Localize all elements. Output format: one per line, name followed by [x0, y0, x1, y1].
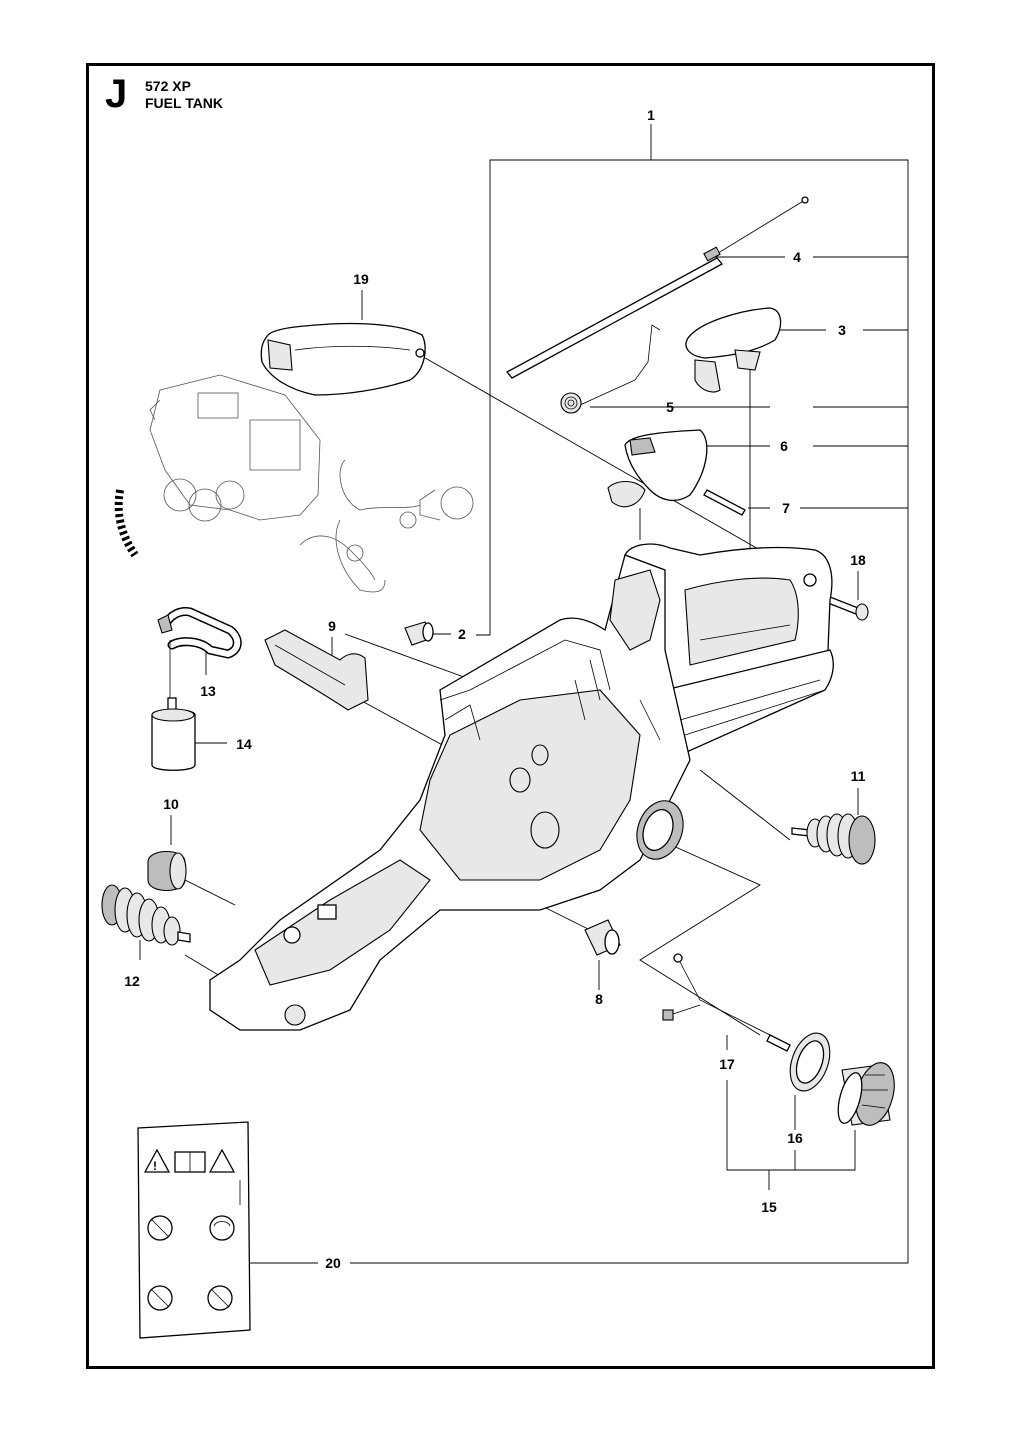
callout-16: 16	[787, 1130, 803, 1146]
part-9-cover	[264, 629, 369, 711]
part-15-fuel-cap	[837, 1062, 895, 1126]
part-16-seal-ring	[789, 1032, 831, 1092]
part-2-nut	[404, 621, 434, 646]
callout-12: 12	[124, 973, 140, 989]
part-8-grommet	[584, 919, 621, 956]
part-10-buffer	[147, 851, 187, 891]
callout-3: 3	[838, 322, 846, 338]
callout-8: 8	[595, 991, 603, 1007]
part-7-pin	[703, 489, 746, 516]
part-12-av-spring	[101, 884, 191, 946]
part-19-handle-cover	[260, 322, 426, 396]
leader-lines	[139, 256, 859, 1190]
callout-6: 6	[780, 438, 788, 454]
callout-20: 20	[325, 1255, 341, 1271]
part-3-throttle-trigger	[685, 307, 782, 393]
callout-14: 14	[236, 736, 252, 752]
drawing-frame	[86, 63, 935, 1369]
section-letter: J	[105, 72, 128, 116]
svg-text:!: !	[153, 1159, 157, 1173]
callout-9: 9	[328, 618, 336, 634]
callout-18: 18	[850, 552, 866, 568]
assembly-1-bracket	[250, 124, 909, 1264]
callout-19: 19	[353, 271, 369, 287]
callout-5: 5	[666, 399, 674, 415]
callout-labels: 1 2 3 4 5 6 7 8 9 10 11 12 13 14 15 16 1…	[124, 107, 866, 1271]
callout-10: 10	[163, 796, 179, 812]
carburetor-assembly	[114, 374, 474, 593]
callout-11: 11	[851, 768, 866, 784]
part-6-throttle-lockout	[607, 429, 708, 508]
model-name: 572 XP	[145, 78, 191, 94]
part-14-fuel-filter	[151, 697, 196, 771]
fuel-tank-body	[209, 543, 834, 1031]
part-4-throttle-rod	[505, 196, 809, 379]
part-20-warning-decal: !	[137, 1121, 251, 1339]
callout-1: 1	[647, 107, 655, 123]
callout-7: 7	[782, 500, 790, 516]
callout-13: 13	[200, 683, 216, 699]
part-5-spring	[560, 324, 661, 414]
page-title: FUEL TANK	[145, 95, 224, 111]
part-13-fuel-hose	[157, 607, 242, 700]
callout-2: 2	[458, 626, 466, 642]
title-block: 572 XP FUEL TANK	[145, 78, 223, 112]
callout-15: 15	[761, 1199, 777, 1215]
part-17-fuel-pickup	[662, 953, 791, 1052]
callout-17: 17	[719, 1056, 735, 1072]
callout-4: 4	[793, 249, 801, 265]
part-11-av-spring	[791, 813, 876, 865]
